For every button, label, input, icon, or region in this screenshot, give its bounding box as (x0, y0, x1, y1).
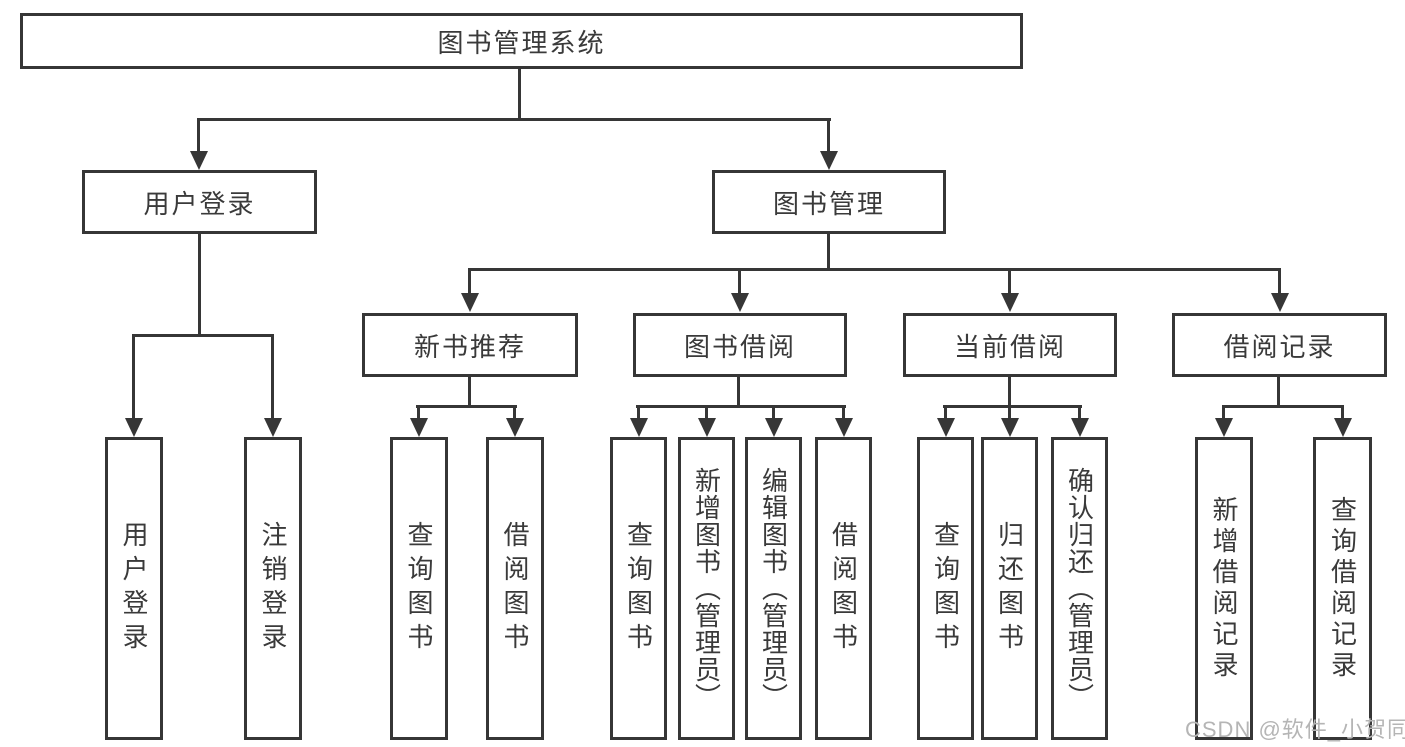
leaf-label: 新增借阅记录 (1209, 495, 1239, 682)
leaf-label: 借阅图书 (828, 520, 859, 657)
arrow-down-icon (264, 418, 282, 437)
arrow-down-icon (1271, 293, 1289, 312)
leaf-borrow-books-2: 借阅图书 (815, 437, 872, 740)
leaf-label: 查询借阅记录 (1327, 495, 1358, 682)
connector-drop-book-borrow (738, 268, 741, 294)
leaf-query-books-2: 查询图书 (610, 437, 667, 740)
connector-drop (513, 405, 516, 421)
node-current-borrow: 当前借阅 (903, 313, 1117, 377)
connector-drop-borrow-records (1278, 268, 1281, 294)
connector-drop (1222, 405, 1225, 421)
connector-book-mgmt-stem (827, 234, 830, 271)
leaf-label: 查询图书 (404, 520, 434, 657)
arrow-down-icon (835, 418, 853, 437)
node-label: 借阅记录 (1223, 331, 1336, 362)
connector-drop (417, 405, 420, 421)
connector-new-book-rail (416, 405, 517, 408)
connector-drop-new-book (468, 268, 471, 294)
connector-root-rail (197, 118, 831, 121)
connector-current-borrow-stem (1008, 377, 1011, 407)
connector-book-mgmt-rail (468, 268, 1281, 271)
leaf-edit-books-admin: 编辑图书（管理员） (745, 437, 802, 740)
connector-drop-login-leaf (132, 334, 135, 420)
node-user-login: 用户登录 (82, 170, 317, 234)
node-book-borrow: 图书借阅 (633, 313, 847, 377)
leaf-query-borrow-record: 查询借阅记录 (1313, 437, 1372, 740)
connector-drop-current-borrow (1008, 268, 1011, 294)
leaf-query-books-1: 查询图书 (390, 437, 448, 740)
leaf-label: 查询图书 (930, 520, 961, 657)
arrow-down-icon (1071, 418, 1089, 437)
arrow-down-icon (190, 151, 208, 170)
leaf-logout: 注销登录 (244, 437, 302, 740)
connector-drop (1078, 405, 1081, 421)
watermark: CSDN @软件_小贺同学 (1185, 717, 1405, 742)
connector-drop (772, 405, 775, 421)
node-label: 用户登录 (143, 188, 256, 219)
leaf-label: 新增图书（管理员） (691, 467, 722, 710)
connector-root-stem (518, 69, 521, 120)
leaf-label: 查询图书 (623, 520, 654, 657)
leaf-return-books: 归还图书 (981, 437, 1038, 740)
arrow-down-icon (1001, 293, 1019, 312)
connector-current-borrow-rail (943, 405, 1082, 408)
leaf-label: 用户登录 (119, 520, 149, 657)
connector-user-login-rail (132, 334, 274, 337)
leaf-label: 借阅图书 (500, 520, 530, 657)
arrow-down-icon (125, 418, 143, 437)
connector-drop (637, 405, 640, 421)
connector-drop-logout-leaf (271, 334, 274, 420)
arrow-down-icon (410, 418, 428, 437)
node-label: 新书推荐 (413, 331, 526, 362)
connector-new-book-stem (468, 377, 471, 407)
arrow-down-icon (937, 418, 955, 437)
connector-drop (1008, 405, 1011, 421)
arrow-down-icon (506, 418, 524, 437)
node-label: 图书借阅 (683, 331, 796, 362)
arrow-down-icon (1215, 418, 1233, 437)
connector-book-borrow-stem (737, 377, 740, 407)
leaf-label: 确认归还（管理员） (1064, 467, 1095, 710)
arrow-down-icon (698, 418, 716, 437)
connector-drop (705, 405, 708, 421)
node-label: 当前借阅 (953, 331, 1066, 362)
connector-borrow-records-rail (1222, 405, 1344, 408)
arrow-down-icon (1334, 418, 1352, 437)
leaf-confirm-return-admin: 确认归还（管理员） (1051, 437, 1108, 740)
node-new-book-recommend: 新书推荐 (362, 313, 578, 377)
connector-user-login-stem (198, 234, 201, 336)
connector-drop-book-mgmt (827, 118, 830, 152)
leaf-query-books-3: 查询图书 (917, 437, 974, 740)
connector-drop (842, 405, 845, 421)
leaf-label: 注销登录 (258, 520, 288, 657)
connector-drop (1341, 405, 1344, 421)
connector-borrow-records-stem (1277, 377, 1280, 407)
connector-drop-user-login (197, 118, 200, 152)
connector-drop (944, 405, 947, 421)
leaf-user-login: 用户登录 (105, 437, 163, 740)
leaf-label: 编辑图书（管理员） (758, 467, 789, 710)
connector-book-borrow-rail (636, 405, 846, 408)
node-root: 图书管理系统 (20, 13, 1023, 69)
leaf-add-books-admin: 新增图书（管理员） (678, 437, 735, 740)
node-borrow-records: 借阅记录 (1172, 313, 1387, 377)
arrow-down-icon (820, 151, 838, 170)
leaf-add-borrow-record: 新增借阅记录 (1195, 437, 1253, 740)
node-label: 图书管理系统 (437, 27, 606, 58)
leaf-label: 归还图书 (994, 520, 1025, 657)
leaf-borrow-books-1: 借阅图书 (486, 437, 544, 740)
arrow-down-icon (731, 293, 749, 312)
arrow-down-icon (630, 418, 648, 437)
arrow-down-icon (1001, 418, 1019, 437)
node-book-management: 图书管理 (712, 170, 946, 234)
arrow-down-icon (461, 293, 479, 312)
node-label: 图书管理 (772, 188, 885, 219)
arrow-down-icon (765, 418, 783, 437)
